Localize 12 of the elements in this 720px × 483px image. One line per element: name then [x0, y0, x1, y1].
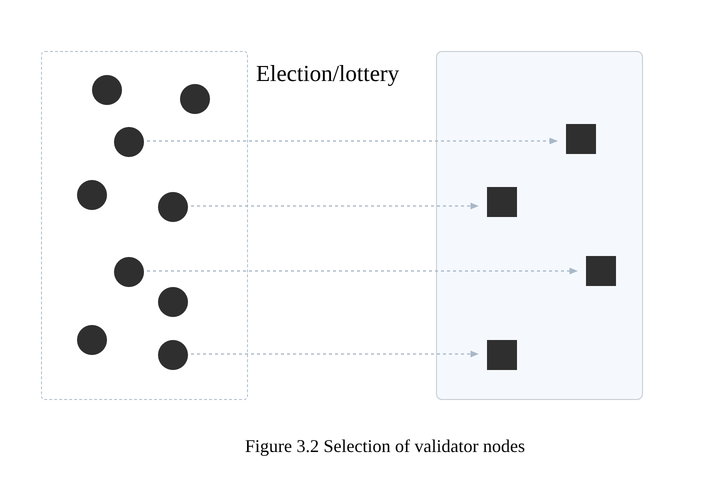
dashed-arrow	[191, 202, 479, 210]
node-square	[566, 124, 596, 154]
node-square	[487, 340, 517, 370]
node-square	[586, 256, 616, 286]
group-panel	[436, 51, 643, 400]
dashed-arrow	[147, 138, 558, 144]
group-panel	[41, 51, 248, 400]
dashed-arrow	[191, 350, 479, 358]
figure-caption: Figure 3.2 Selection of validator nodes	[244, 435, 526, 458]
annotation-label: Election/lottery	[256, 60, 400, 88]
dashed-arrow	[147, 268, 578, 274]
node-square	[487, 187, 517, 217]
